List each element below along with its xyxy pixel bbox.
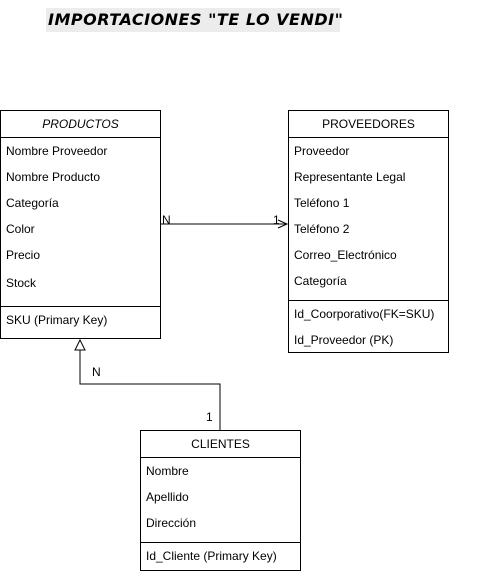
entity-divider <box>289 300 448 301</box>
foreign-key: Id_Coorporativo(FK=SKU) <box>294 307 435 321</box>
attribute: Nombre Proveedor <box>6 144 108 158</box>
entity-clientes-title: CLIENTES <box>141 431 300 458</box>
attribute: Teléfono 1 <box>294 196 350 210</box>
entity-proveedores[interactable]: PROVEEDORES Proveedor Representante Lega… <box>288 110 449 353</box>
attribute: Color <box>6 222 35 236</box>
attribute: Proveedor <box>294 144 350 158</box>
primary-key: Id_Cliente (Primary Key) <box>146 549 277 563</box>
cardinality-label-n: N <box>162 213 171 227</box>
attribute: Correo_Electrónico <box>294 248 397 262</box>
attribute: Teléfono 2 <box>294 222 350 236</box>
entity-productos-title: PRODUCTOS <box>1 111 160 138</box>
attribute: Apellido <box>146 490 189 504</box>
attribute: Dirección <box>146 516 197 530</box>
primary-key: Id_Proveedor (PK) <box>294 333 394 347</box>
attribute: Nombre <box>146 464 189 478</box>
diagram-title: IMPORTACIONES "TE LO VENDI" <box>46 8 343 32</box>
entity-clientes[interactable]: CLIENTES Nombre Apellido Dirección Id_Cl… <box>140 430 301 571</box>
entity-divider <box>1 306 160 307</box>
arrowhead-open <box>277 219 289 229</box>
relation-line-clientes-productos <box>79 350 221 430</box>
cardinality-label-1: 1 <box>273 213 280 227</box>
attribute: Nombre Producto <box>6 170 101 184</box>
entity-divider <box>141 542 300 543</box>
entity-proveedores-title: PROVEEDORES <box>289 111 448 138</box>
attribute: Precio <box>6 248 41 262</box>
entity-productos[interactable]: PRODUCTOS Nombre Proveedor Nombre Produc… <box>0 110 161 339</box>
attribute: Categoría <box>6 196 59 210</box>
inheritance-arrowhead <box>74 338 86 351</box>
attribute: Stock <box>6 276 37 290</box>
attribute: Categoría <box>294 274 347 288</box>
cardinality-label-n: N <box>92 365 101 379</box>
attribute: Representante Legal <box>294 170 406 184</box>
primary-key: SKU (Primary Key) <box>6 313 108 327</box>
cardinality-label-1: 1 <box>206 410 213 424</box>
